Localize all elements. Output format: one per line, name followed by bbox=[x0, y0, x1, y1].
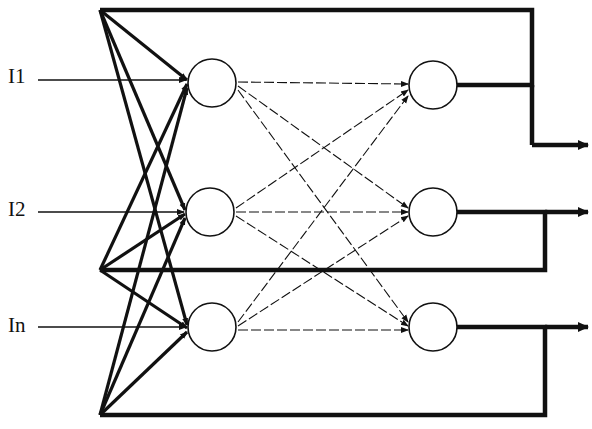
input-label: I1 bbox=[8, 66, 26, 87]
input-label: In bbox=[8, 315, 26, 336]
input-label: I2 bbox=[8, 199, 26, 220]
